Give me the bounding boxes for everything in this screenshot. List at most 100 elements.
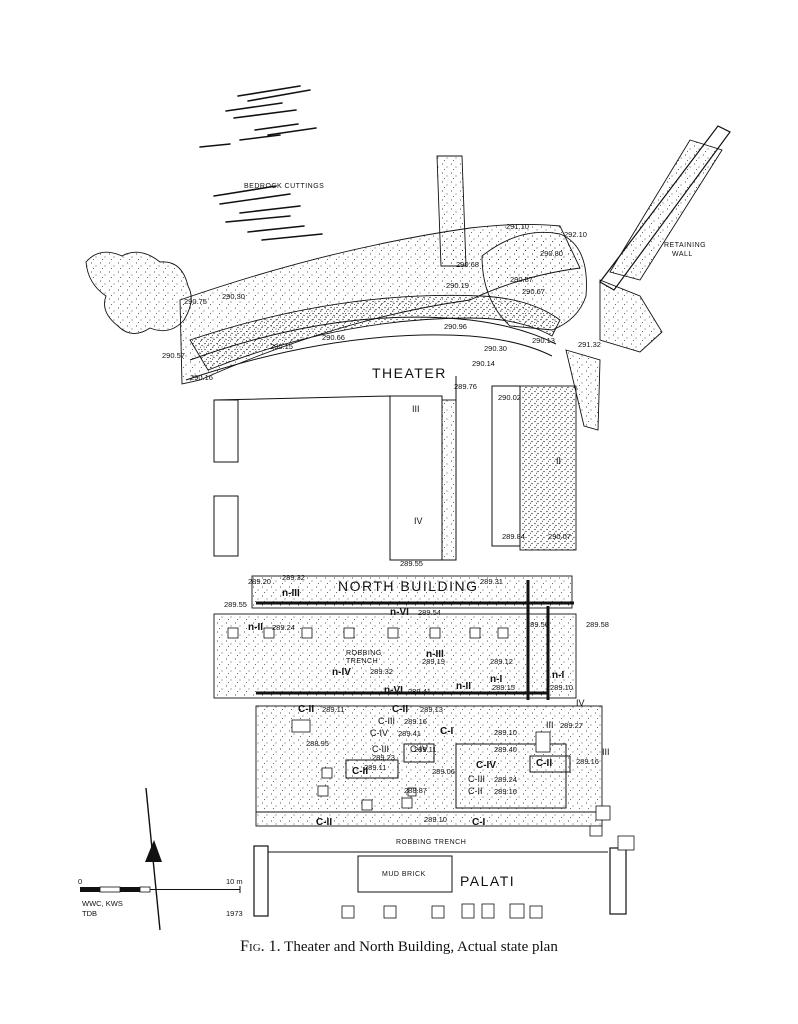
zone-c-i-b: C-I [472,817,486,828]
elevation: 291.32 [578,340,601,349]
figure-caption: Fig. 1. Theater and North Building, Actu… [0,938,798,956]
retaining-wall [565,125,731,431]
elevation: 290.30 [484,344,507,353]
elevation: 289.16 [494,787,517,796]
authors-line-1: WWC, KWS [82,899,123,908]
palati-area [253,805,635,919]
elevation: 289.55 [224,600,247,609]
elevation: 289.40 [494,745,517,754]
label-theater: THEATER [372,365,447,381]
scale-bar [80,886,241,893]
elevation: 289.06 [432,767,455,776]
elevation: 289.32 [282,573,305,582]
zone-c-iii-a: C-III [378,716,395,726]
scale-ten: 10 m [226,877,243,886]
elevation: 289.27 [560,721,583,730]
elevation: 290.02 [498,393,521,402]
zone-n-i: n-I [490,674,502,685]
elevation: 289.11 [322,705,344,714]
elevation: 290.87 [510,275,533,284]
elevation: 290.14 [472,359,495,368]
elevation: 290.57 [162,351,185,360]
elevation: 291.10 [506,222,529,231]
elevation: 290.68 [456,260,479,269]
c-rooms-outlines [256,719,602,813]
ne-structure [481,231,587,331]
elevation: 290.07 [548,532,571,541]
elevation: 289.16 [576,757,599,766]
authors-line-2: TDB [82,909,97,918]
elevation: 289.24 [494,775,517,784]
elevation: 289.12 [490,657,513,666]
label-bedrock-cuttings: BEDROCK CUTTINGS [244,183,324,190]
elevation: 289.84 [502,532,525,541]
elevation: 288.95 [306,739,329,748]
elevation: 290.67 [522,287,545,296]
zone-n-vi-small: n-VI [384,685,403,696]
elevation: 289.10 [494,728,517,737]
zone-iii-a: III [546,720,554,730]
zone-c-ii-b: C-II [392,704,408,715]
zone-n-vi: n-VI [390,607,409,618]
elevation: 289.31 [480,577,503,586]
label-palati: PALATI [460,873,515,889]
elevation: 289.41 [398,729,421,738]
column-bases [227,627,509,811]
zone-n-iv: n-IV [332,667,351,678]
label-north-building: NORTH BUILDING [338,578,479,594]
figure-number: Fig. 1. [240,938,281,955]
elevation: 289.20 [248,577,271,586]
elevation: 289.56 [526,620,549,629]
elevation: 288.87 [404,786,427,795]
c-rooms-area [255,705,603,827]
elevation: 292.10 [564,230,587,239]
zone-c-iii-b: C-III [372,744,389,754]
zone-c-ii-d: C-II [536,758,552,769]
elevation: 289.11 [414,745,436,754]
elevation: 289.10 [424,815,447,824]
zone-theater-ii: II [556,456,561,466]
zone-n-ii-right: n-II [456,681,471,692]
elevation: 289.41 [408,687,431,696]
elevation: 290.15 [270,342,293,351]
zone-c-ii-a: C-II [298,704,314,715]
label-mud-brick: MUD BRICK [382,871,426,878]
label-trench: TRENCH [346,658,378,665]
elevation: 289.16 [404,717,427,726]
zone-n-iii-top: n-III [282,588,300,599]
bedrock-outcrop [85,251,192,334]
elevation: 289.58 [586,620,609,629]
zone-c-iv-b: C-IV [410,744,428,754]
zone-iii-b: III [602,747,610,757]
zone-c-ii-f: C-II [316,817,332,828]
zone-n-ii-left: n-II [248,622,263,633]
elevation: 290.96 [444,322,467,331]
bedrock-hatching [199,85,323,241]
plan-year: 1973 [226,909,243,918]
elevation: 289.23 [372,753,395,762]
zone-n-iii-mid: n-III [426,649,444,660]
elevation: 289.11 [364,763,386,772]
zone-c-iii-c: C-III [468,774,485,784]
scale-zero: 0 [78,877,82,886]
elevation: 290.80 [540,249,563,258]
zone-c-iv-c: C-IV [476,760,496,771]
north-arrow [145,787,162,931]
elevation: 290.16 [190,373,213,382]
elevation: 289.13 [420,705,443,714]
elevation: 290.19 [446,281,469,290]
elevation: 289.19 [422,657,445,666]
zone-c-ii-e: C-II [468,786,483,796]
label-retaining: RETAINING [664,242,706,249]
zone-c-ii-c: C-II [352,766,368,777]
elevation: 289.24 [272,623,295,632]
theater-buildings [213,376,577,561]
label-robbing-trench-bottom: ROBBING TRENCH [396,839,466,846]
elevation: 290.30 [222,292,245,301]
elevation: 289.76 [454,382,477,391]
zone-c-i-a: C-I [440,726,454,737]
zone-theater-iv: IV [414,516,423,526]
elevation: 290.66 [322,333,345,342]
zone-iv-right: IV [576,698,585,708]
